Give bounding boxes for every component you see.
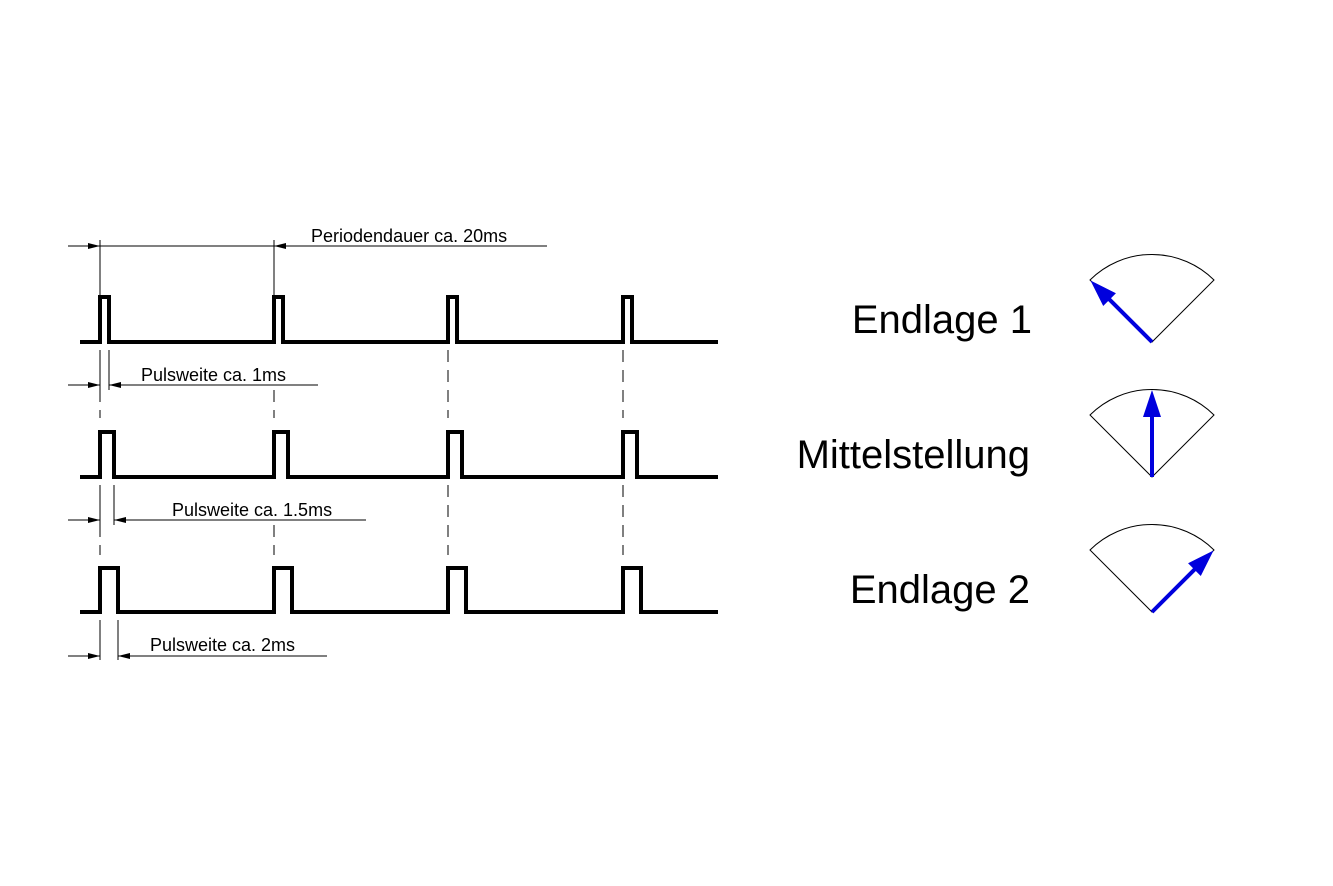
pulse-label-3: Pulsweite ca. 2ms	[150, 635, 295, 655]
alignment-lines	[99, 350, 624, 555]
pointer-3-icon	[1150, 550, 1214, 614]
position-label-3: Endlage 2	[850, 568, 1030, 612]
pointer-2-icon	[1143, 390, 1161, 477]
pulse-label-2: Pulsweite ca. 1.5ms	[172, 500, 332, 520]
pulse-dimension-1: Pulsweite ca. 1ms	[68, 350, 318, 390]
pwm-signal-2	[80, 430, 718, 479]
pulse-dimension-3: Pulsweite ca. 2ms	[68, 620, 327, 660]
dial-1	[1089, 253, 1215, 344]
pwm-signal-3	[80, 566, 718, 614]
pulse-dimension-2: Pulsweite ca. 1.5ms	[68, 485, 366, 525]
period-dimension: Periodendauer ca. 20ms	[68, 226, 547, 300]
period-label: Periodendauer ca. 20ms	[311, 226, 507, 246]
pwm-signal-1	[80, 295, 718, 344]
dial-3	[1089, 523, 1215, 614]
dial-2	[1089, 388, 1215, 478]
position-label-1: Endlage 1	[852, 298, 1032, 342]
position-label-2: Mittelstellung	[797, 433, 1030, 477]
pulse-label-1: Pulsweite ca. 1ms	[141, 365, 286, 385]
pointer-1-icon	[1090, 280, 1154, 344]
